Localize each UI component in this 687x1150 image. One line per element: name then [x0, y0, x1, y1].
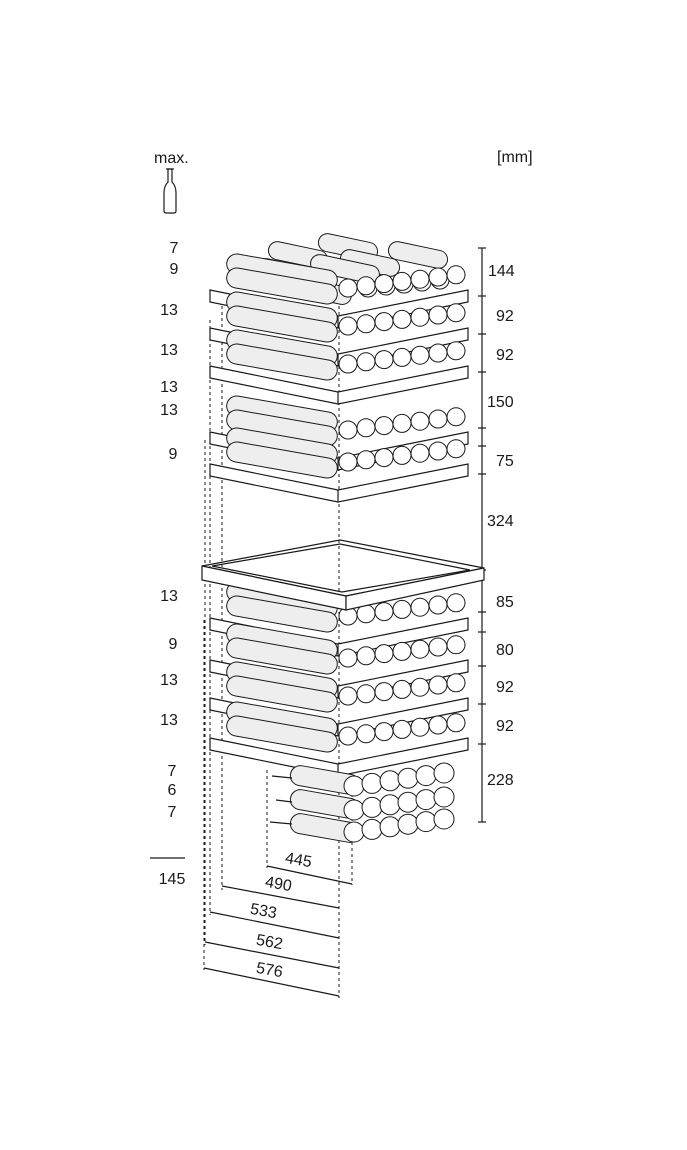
- bottle-count: 9: [169, 261, 179, 278]
- bottle-count: 13: [160, 302, 178, 319]
- height-dim: 75: [496, 453, 514, 470]
- bottle-end: [361, 796, 383, 818]
- height-dimension-line: [478, 247, 486, 823]
- bottle-count: 7: [169, 240, 179, 257]
- bottle-end: [415, 789, 437, 811]
- height-dim: 80: [496, 642, 514, 659]
- bottle-count: 13: [160, 379, 178, 396]
- shelf: [209, 427, 469, 503]
- bottle-count: 13: [160, 402, 178, 419]
- bottle-count: 9: [168, 636, 178, 653]
- bottle-end: [343, 775, 365, 797]
- bottle-count: 9: [168, 446, 178, 463]
- height-dim: 92: [496, 347, 514, 364]
- empty-tray: [201, 539, 485, 611]
- bottle-end: [343, 799, 365, 821]
- bottle-end: [343, 821, 365, 843]
- bottle-end: [397, 791, 419, 813]
- bottle-end: [397, 813, 419, 835]
- max-label: max.: [154, 150, 189, 167]
- bottle-count: 7: [167, 804, 177, 821]
- height-dim: 324: [487, 513, 514, 530]
- height-dim: 150: [487, 394, 514, 411]
- unit-label: [mm]: [497, 149, 533, 166]
- bottle-count: 7: [167, 763, 177, 780]
- height-dim: 92: [496, 718, 514, 735]
- bottle-end: [379, 770, 401, 792]
- bottle-end: [379, 794, 401, 816]
- bottle-end: [433, 762, 455, 784]
- wine-bottle-icon: [163, 168, 177, 214]
- height-dim: 144: [488, 263, 515, 280]
- bottle-end: [415, 811, 437, 833]
- bottle-count: 13: [160, 672, 178, 689]
- bottle-count: 13: [160, 342, 178, 359]
- bottle-end: [379, 816, 401, 838]
- height-dim: 92: [496, 308, 514, 325]
- bottle-count: 6: [167, 782, 177, 799]
- shelf: [209, 329, 469, 405]
- bottle-end: [361, 772, 383, 794]
- shelf: [209, 661, 469, 737]
- bottom-left-value: 145: [158, 871, 186, 888]
- shelf: [209, 701, 469, 777]
- bottle-end: [397, 767, 419, 789]
- bottle-end: [433, 808, 455, 830]
- bottle-end: [361, 818, 383, 840]
- bottle-count: 13: [160, 588, 178, 605]
- bottle-count: 13: [160, 712, 178, 729]
- height-dim: 228: [487, 772, 514, 789]
- bottle-end: [433, 786, 455, 808]
- height-dim: 92: [496, 679, 514, 696]
- height-dim: 85: [496, 594, 514, 611]
- bottle-end: [415, 765, 437, 787]
